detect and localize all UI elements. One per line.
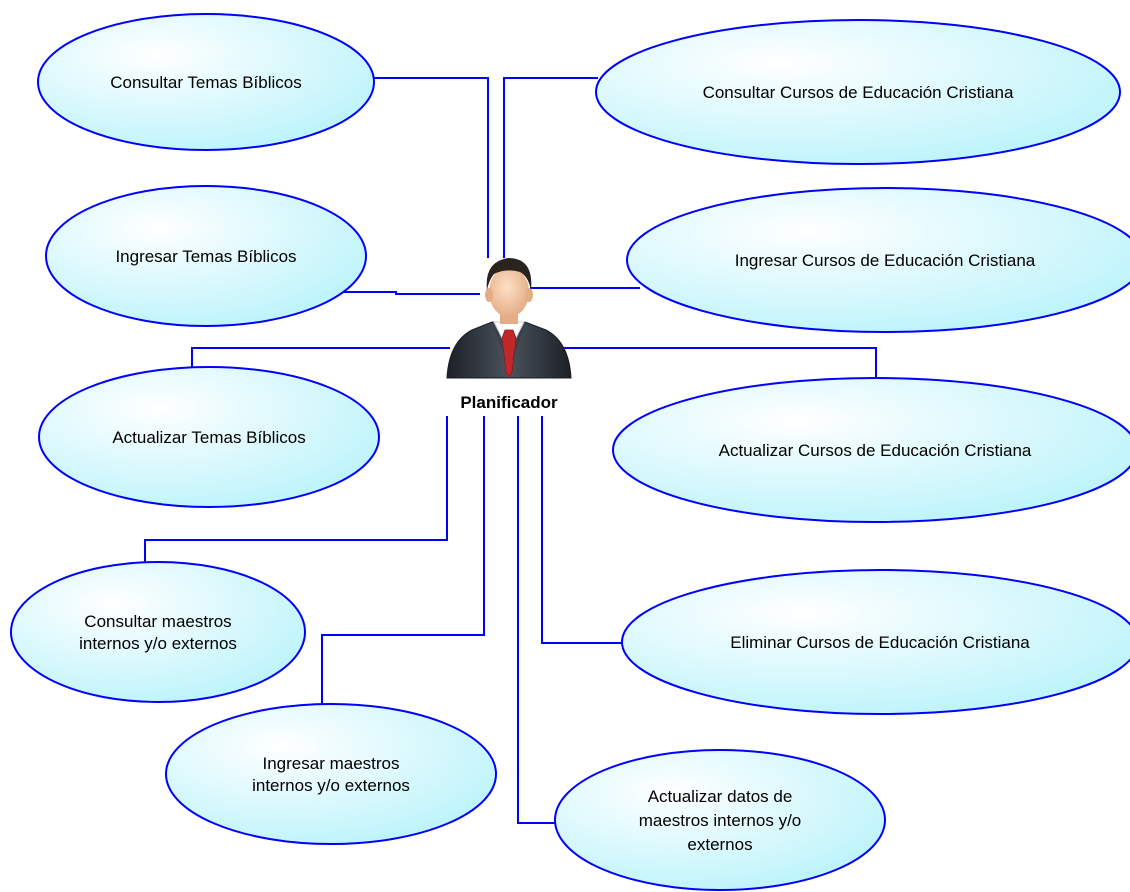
use-case-label: externos (687, 835, 752, 854)
use-case-label: internos y/o externos (79, 634, 237, 653)
use-case-eliminar-cursos: Eliminar Cursos de Educación Cristiana (621, 569, 1130, 715)
use-case-label: Consultar maestros (84, 612, 231, 631)
assoc-consultar-maestros (144, 416, 448, 562)
use-case-ingresar-cursos: Ingresar Cursos de Educación Cristiana (626, 187, 1130, 333)
use-case-label: Ingresar maestros (263, 754, 400, 773)
assoc-actualizar-maestros (517, 416, 556, 824)
use-case-label: Actualizar Temas Bíblicos (112, 428, 305, 447)
assoc-actualizar-cursos (560, 347, 877, 378)
assoc-eliminar-cursos (541, 416, 622, 644)
use-case-label: Consultar Cursos de Educación Cristiana (703, 83, 1014, 102)
use-case-consultar-cursos: Consultar Cursos de Educación Cristiana (595, 19, 1121, 165)
use-case-label: Ingresar Cursos de Educación Cristiana (735, 251, 1036, 270)
use-case-ellipse (612, 377, 1130, 523)
use-case-actualizar-maestros: Actualizar datos de maestros internos y/o… (554, 749, 886, 891)
use-case-label: internos y/o externos (252, 776, 410, 795)
use-case-consultar-maestros: Consultar maestros internos y/o externos (10, 561, 306, 703)
use-case-ingresar-temas: Ingresar Temas Bíblicos (45, 185, 367, 327)
use-case-ingresar-maestros: Ingresar maestros internos y/o externos (165, 703, 497, 845)
use-case-consultar-temas: Consultar Temas Bíblicos (37, 13, 375, 151)
actor-planificador: Planificador (446, 258, 572, 412)
use-case-label: Ingresar Temas Bíblicos (115, 247, 296, 266)
use-case-ellipse (45, 185, 367, 327)
assoc-consultar-temas (360, 77, 489, 258)
use-case-ellipse (37, 13, 375, 151)
use-case-ellipse (554, 749, 886, 891)
use-case-label: Consultar Temas Bíblicos (110, 73, 302, 92)
use-case-label: Eliminar Cursos de Educación Cristiana (730, 633, 1030, 652)
actor-label: Planificador (460, 393, 558, 412)
use-case-label: Actualizar Cursos de Educación Cristiana (719, 441, 1032, 460)
use-case-label: Actualizar datos de (648, 787, 793, 806)
use-case-label: maestros internos y/o (639, 811, 802, 830)
use-case-ellipse (621, 569, 1130, 715)
use-case-ellipse (595, 19, 1121, 165)
assoc-ingresar-maestros (321, 416, 485, 705)
businessman-icon (446, 258, 572, 379)
use-case-ellipse (38, 366, 380, 508)
assoc-consultar-cursos (503, 77, 598, 258)
assoc-ingresar-temas (343, 291, 480, 295)
assoc-actualizar-temas (191, 347, 450, 368)
use-case-ellipse (10, 561, 306, 703)
association-lines (144, 77, 877, 824)
use-case-ellipse (626, 187, 1130, 333)
use-case-ellipse (165, 703, 497, 845)
use-case-actualizar-cursos: Actualizar Cursos de Educación Cristiana (612, 377, 1130, 523)
use-case-actualizar-temas: Actualizar Temas Bíblicos (38, 366, 380, 508)
